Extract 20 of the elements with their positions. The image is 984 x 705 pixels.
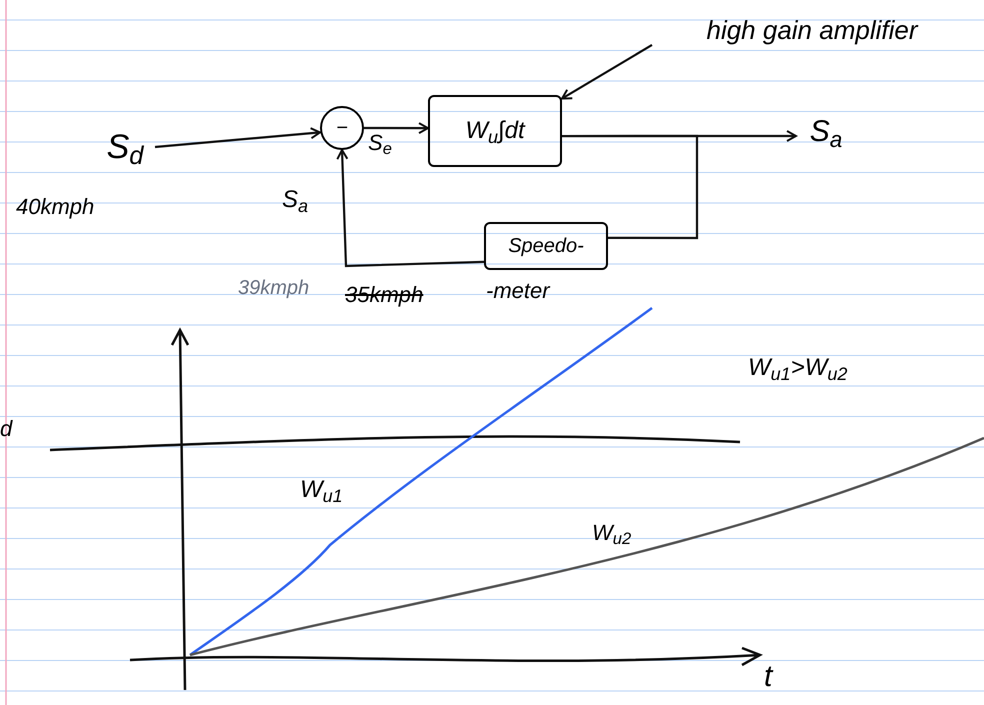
- arrow: [154, 127, 321, 148]
- arrow: [364, 122, 429, 134]
- handwritten-label: 40kmph: [16, 196, 94, 218]
- block-caption: -meter: [486, 280, 550, 302]
- signal-label: S$_{d}$: [95, 122, 155, 172]
- handwritten-label: W$_{u1}$: [300, 478, 343, 502]
- edge-label: S$_{e}$: [368, 132, 392, 154]
- handwritten-label: d: [0, 418, 12, 440]
- block-box: W$_{u}$∫dt: [428, 95, 562, 167]
- handwritten-label: t: [764, 662, 772, 692]
- signal-label: high gain amplifier: [652, 8, 972, 52]
- signal-label: S$_{a}$: [796, 112, 856, 152]
- arrow: [561, 44, 653, 100]
- handwritten-label: W$_{u2}$: [592, 522, 632, 544]
- handwritten-label: 35kmph: [345, 284, 424, 306]
- summing-junction: −: [320, 106, 364, 150]
- handwritten-label: S$_{a}$: [282, 188, 308, 212]
- arrow: [336, 149, 484, 268]
- handwritten-label: W$_{u1}$>W$_{u2}$: [748, 356, 848, 380]
- handwritten-label: 39kmph: [238, 278, 310, 298]
